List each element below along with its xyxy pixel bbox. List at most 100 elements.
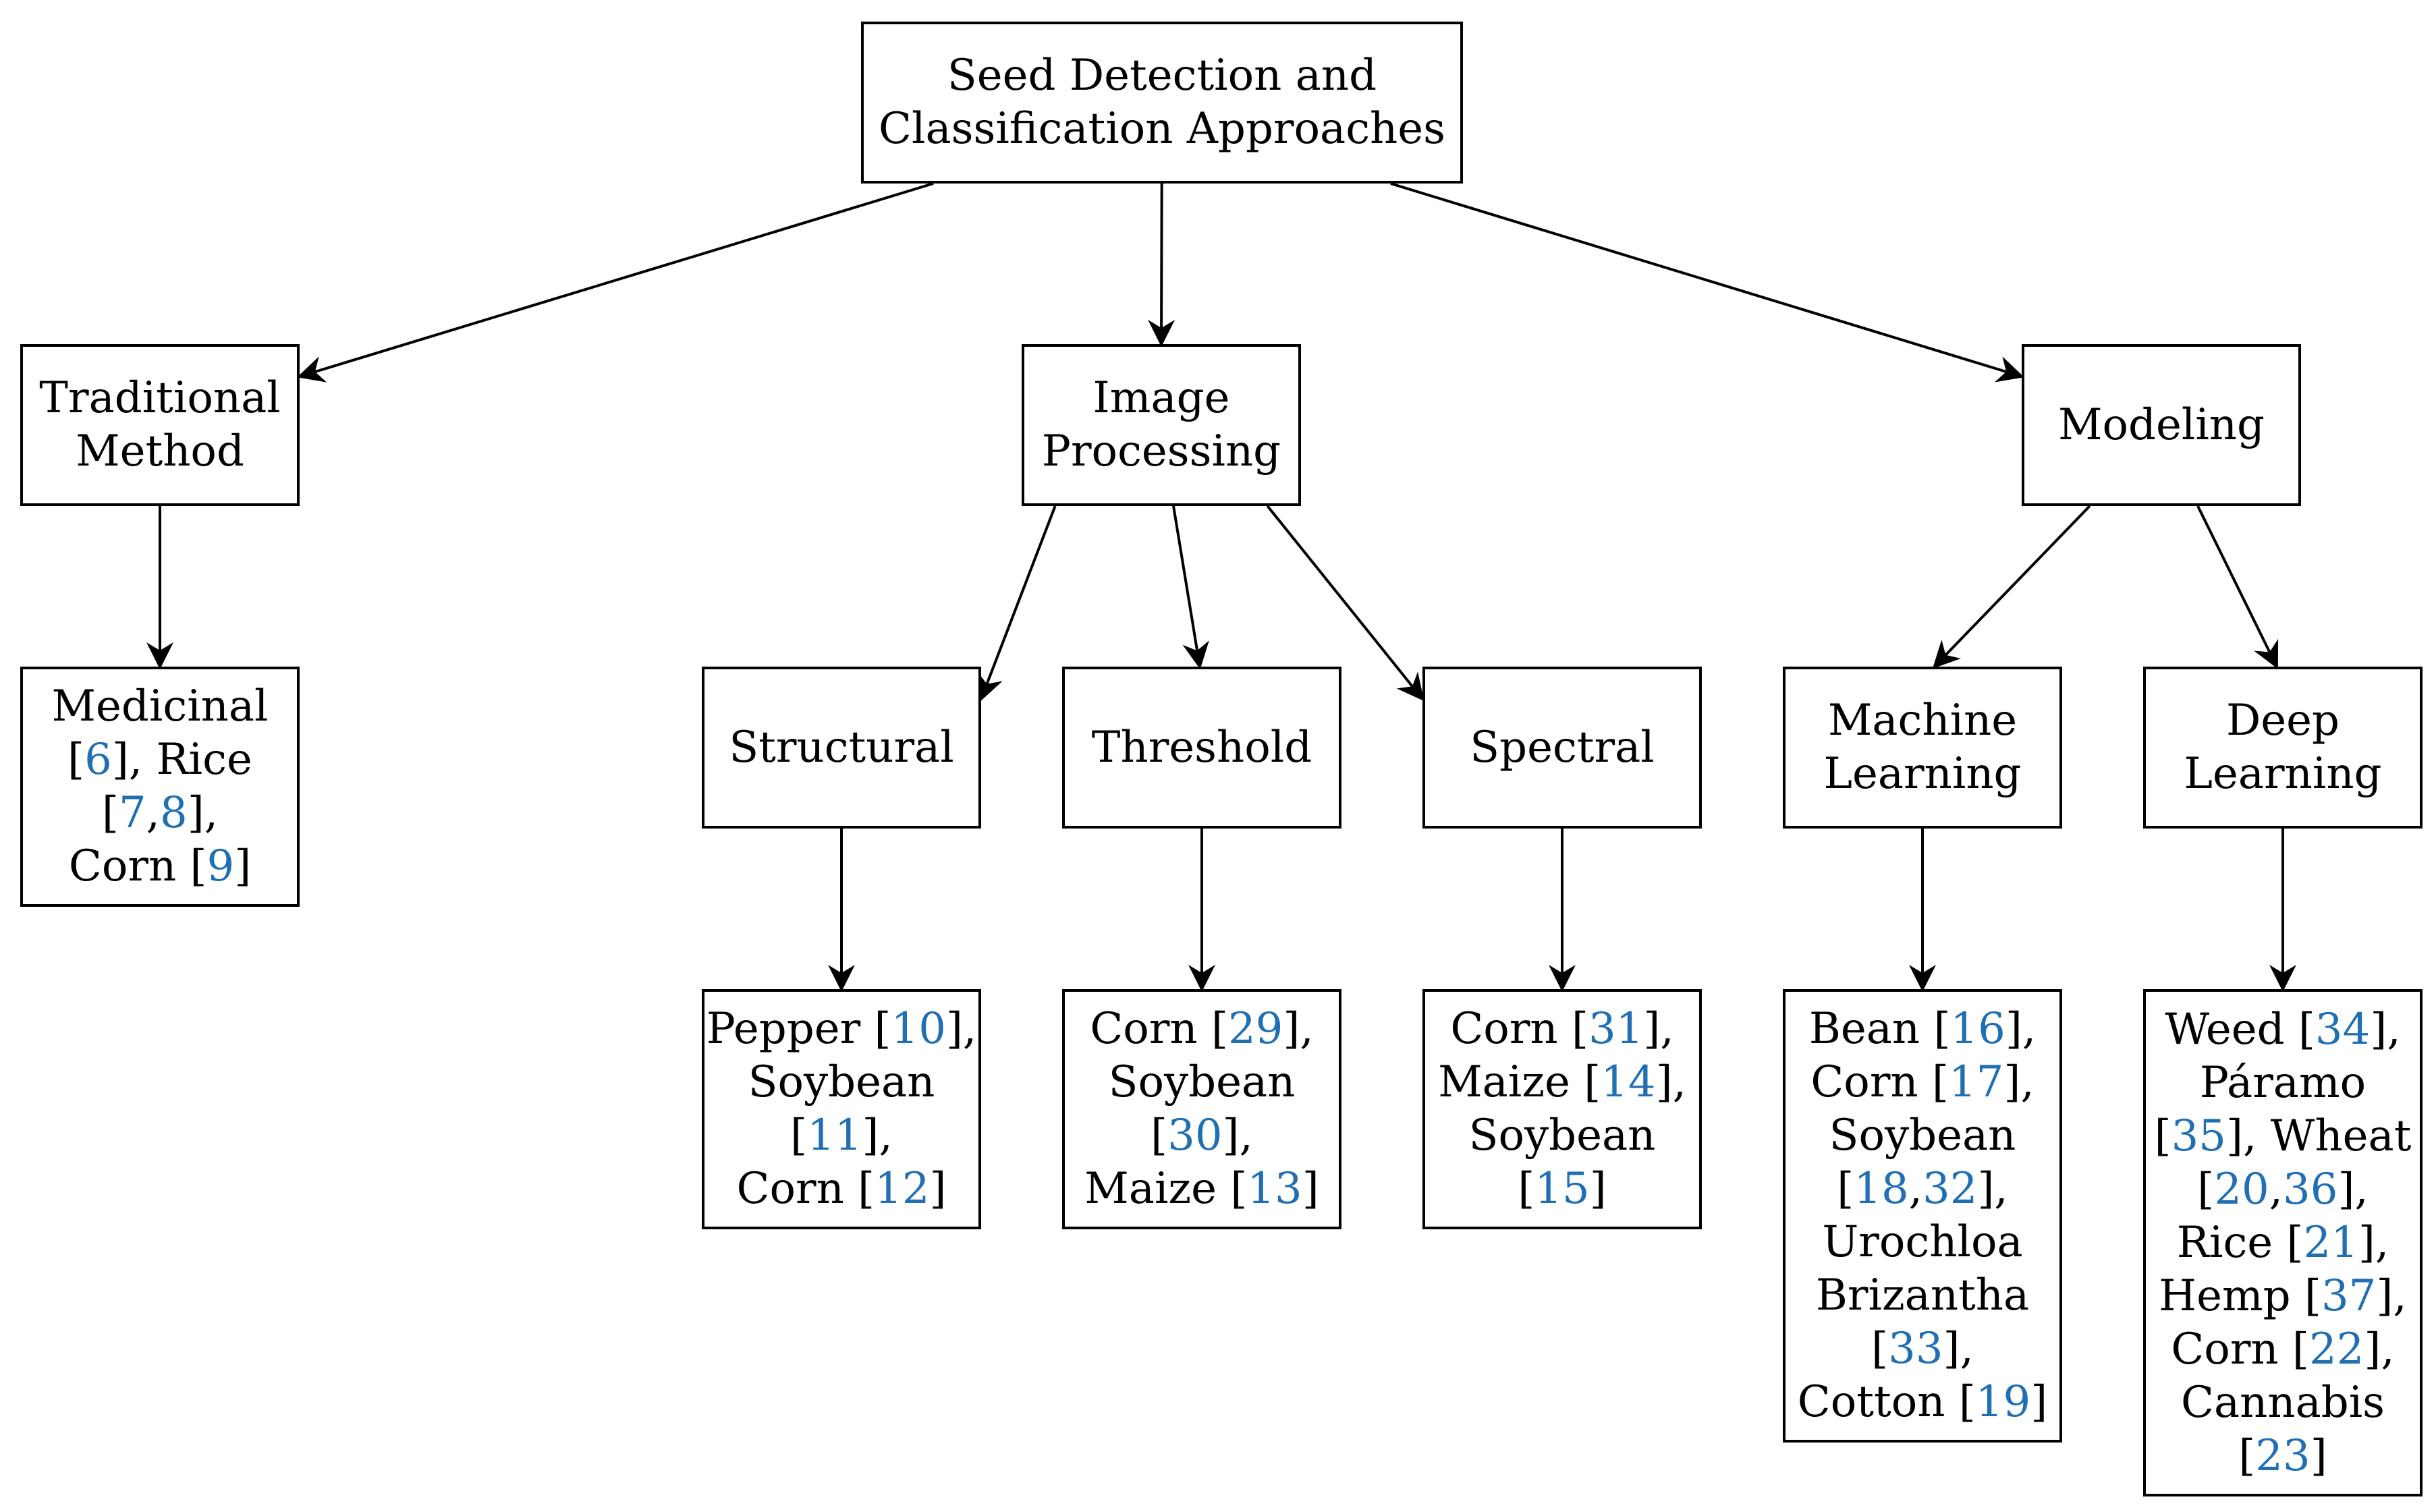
node-text: [ [790, 1111, 808, 1160]
node-text: Soybean [748, 1057, 935, 1107]
reference-number: 17 [1948, 1057, 2004, 1107]
node-text: [ [1837, 1164, 1854, 1214]
node-text-line: Corn [17], [1810, 1056, 2034, 1109]
reference-number: 9 [206, 841, 235, 891]
reference-number: 16 [1950, 1004, 2005, 1054]
reference-number: 15 [1534, 1164, 1590, 1214]
traditional-seeds-node: Medicinal[6], Rice[7,8],Corn [9] [20, 667, 300, 907]
reference-number: 12 [875, 1164, 930, 1214]
node-text-line: Image [1093, 372, 1230, 425]
threshold-seeds-node: Corn [29],Soybean[30],Maize [13] [1062, 989, 1341, 1229]
node-text: ], [1222, 1111, 1253, 1160]
node-text-line: Cotton [19] [1798, 1376, 2047, 1429]
node-text-line: Learning [1824, 748, 2022, 801]
node-text: Machine [1827, 696, 2018, 746]
node-text: Cannabis [2181, 1377, 2385, 1428]
node-text: ], [1977, 1164, 2008, 1214]
structural-node: Structural [702, 667, 981, 829]
node-text: Learning [1823, 749, 2022, 799]
node-text-line: Learning [2184, 748, 2382, 801]
node-text: ], [2005, 1004, 2037, 1054]
node-text: ], [2364, 1324, 2395, 1374]
reference-number: 11 [807, 1111, 862, 1160]
node-text: Spectral [1470, 722, 1655, 773]
node-text-line: Páramo [2200, 1057, 2366, 1110]
node-text-line: Corn [12] [736, 1163, 946, 1216]
node-text-line: Soybean [748, 1056, 935, 1109]
node-text-line: Soybean [1109, 1056, 1296, 1109]
node-text: Pepper [ [706, 1004, 891, 1054]
node-text: ], [1655, 1057, 1686, 1107]
node-text-line: Spectral [1470, 721, 1654, 775]
node-text: Deep [2225, 696, 2340, 746]
node-text: Soybean [1468, 1111, 1656, 1160]
node-text: Learning [2184, 749, 2382, 799]
node-text: Urochloa [1822, 1217, 2023, 1267]
node-text-line: Traditional [39, 372, 280, 425]
node-text: Maize [ [1084, 1164, 1248, 1214]
node-text: [ [67, 735, 85, 785]
reference-number: 34 [2315, 1004, 2371, 1055]
node-text: Processing [1041, 426, 1281, 476]
node-text-line: Threshold [1092, 721, 1312, 775]
node-text-line: Urochloa [1822, 1216, 2022, 1269]
node-text: [ [2238, 1430, 2256, 1481]
node-text-line: Maize [13] [1084, 1163, 1319, 1216]
reference-number: 8 [160, 788, 188, 838]
node-text: [ [1871, 1324, 1889, 1374]
node-text: Method [76, 426, 244, 476]
reference-number: 31 [1588, 1004, 1644, 1054]
node-text-line: Machine [1828, 694, 2017, 748]
reference-number: 13 [1247, 1164, 1302, 1214]
node-text-line: Seed Detection and [947, 49, 1377, 103]
reference-number: 32 [1922, 1164, 1978, 1214]
node-text: ], [2003, 1057, 2034, 1107]
node-text-line: Structural [729, 721, 953, 775]
edge-modeling-to-ml [1932, 505, 2091, 669]
node-text-line: Cannabis [2181, 1376, 2385, 1430]
node-text-line: Weed [34], [2165, 1003, 2400, 1057]
node-text: [ [2197, 1164, 2215, 1214]
spectral-seeds-node: Corn [31],Maize [14],Soybean[15] [1422, 989, 1702, 1229]
node-text-line: [23] [2238, 1430, 2327, 1483]
reference-number: 35 [2171, 1111, 2226, 1161]
node-text: ], [187, 788, 219, 838]
node-text-line: Processing [1042, 425, 1281, 478]
reference-number: 14 [1601, 1057, 1656, 1107]
node-text-line: Brizantha [1816, 1269, 2029, 1322]
node-text: Medicinal [51, 681, 269, 731]
node-text-line: [6], Rice [67, 733, 252, 787]
structural-seeds-node: Pepper [10],Soybean[11],Corn [12] [702, 989, 981, 1229]
edge-modeling-to-dl [2196, 505, 2279, 669]
modeling-node: Modeling [2022, 344, 2301, 506]
node-text: ] [1589, 1164, 1607, 1214]
spectral-node: Spectral [1422, 667, 1702, 829]
reference-number: 22 [2308, 1324, 2364, 1374]
node-text: Corn [ [68, 841, 207, 891]
reference-number: 20 [2214, 1164, 2269, 1214]
node-text-line: Soybean [1829, 1109, 2016, 1163]
node-text: [ [2154, 1111, 2171, 1161]
machine-learning-seeds-node: Bean [16],Corn [17],Soybean[18,32],Uroch… [1783, 989, 2062, 1443]
node-text-line: Modeling [2058, 399, 2265, 452]
node-text: Threshold [1091, 722, 1312, 773]
reference-number: 10 [891, 1004, 946, 1054]
node-text: , [146, 788, 160, 838]
node-text: Corn [ [1810, 1057, 1949, 1107]
node-text: Image [1092, 373, 1230, 423]
node-text: ], [862, 1111, 893, 1160]
node-text: Cotton [ [1797, 1377, 1976, 1427]
node-text: ], [1943, 1324, 1974, 1374]
node-text-line: [18,32], [1837, 1163, 2008, 1216]
node-text: [ [101, 788, 119, 838]
node-text-line: Hemp [37], [2159, 1270, 2406, 1323]
node-text: Soybean [1829, 1111, 2016, 1160]
node-text: ], [1283, 1004, 1314, 1054]
node-text-line: Corn [31], [1450, 1003, 1673, 1056]
